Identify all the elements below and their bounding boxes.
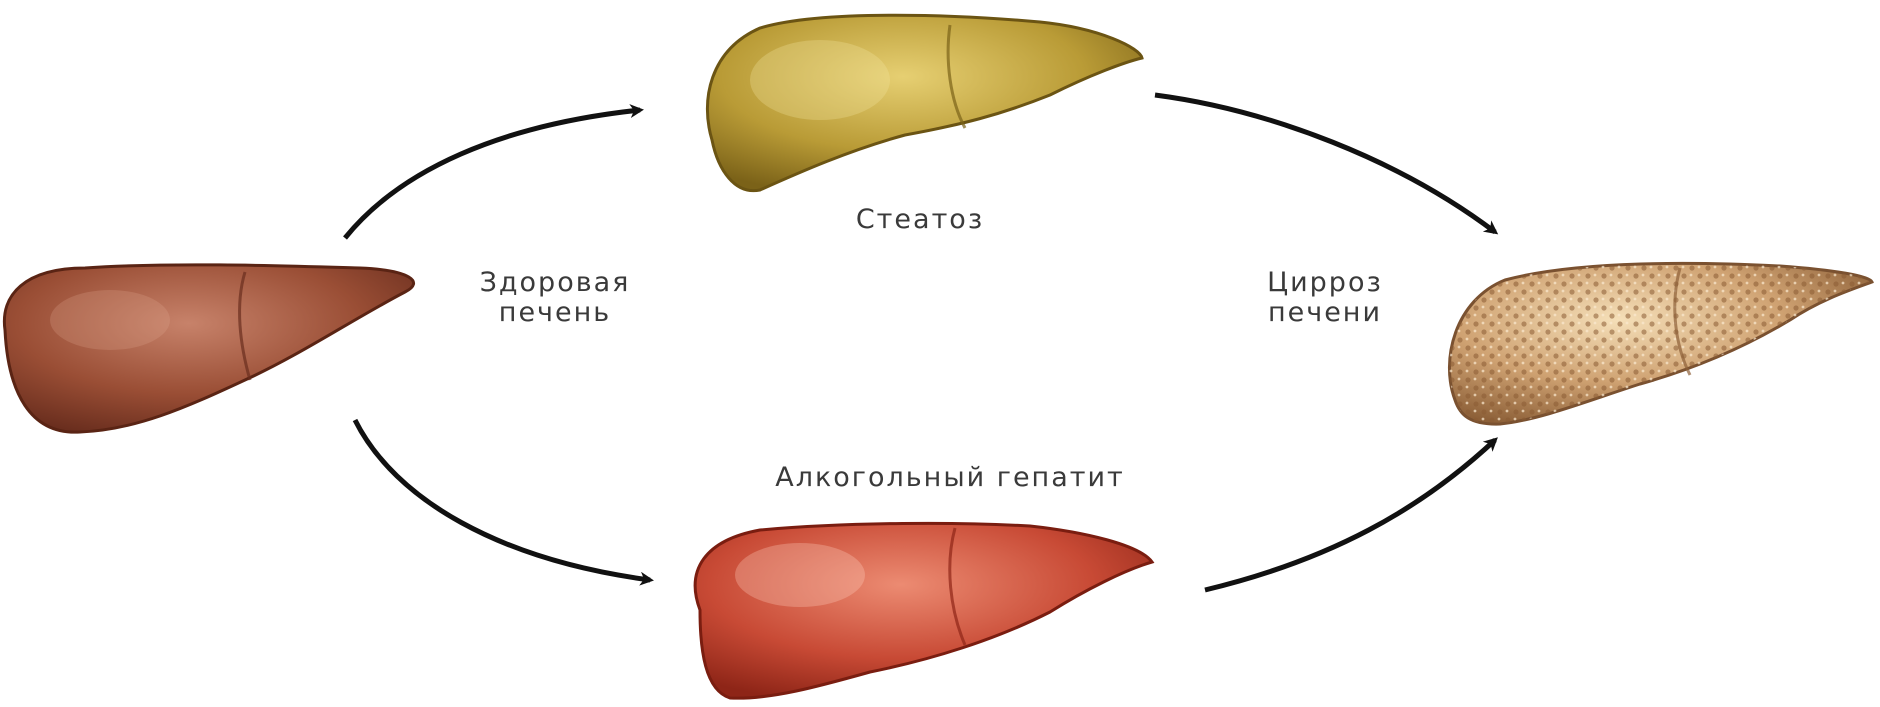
label-hepatitis-text: Алкогольный гепатит [690,463,1210,493]
label-healthy-line2: печень [440,298,670,328]
arrow-steatosis-to-cirrhosis [1155,95,1495,232]
arrow-hepatitis-to-cirrhosis [1205,440,1495,590]
liver-cirrhosis-illustration [1449,263,1872,424]
liver-healthy-illustration [4,265,413,432]
label-cirrhosis-line1: Цирроз [1225,268,1425,298]
label-cirrhosis: Цирроз печени [1225,268,1425,328]
liver-steatosis-illustration [707,15,1142,190]
label-steatosis: Стеатоз [820,205,1020,235]
label-steatosis-text: Стеатоз [820,205,1020,235]
label-cirrhosis-line2: печени [1225,298,1425,328]
label-healthy-line1: Здоровая [440,268,670,298]
arrow-healthy-to-hepatitis [355,420,650,580]
liver-hepatitis-illustration [695,523,1152,698]
label-hepatitis: Алкогольный гепатит [690,463,1210,493]
label-healthy-liver: Здоровая печень [440,268,670,328]
arrow-healthy-to-steatosis [345,110,640,238]
